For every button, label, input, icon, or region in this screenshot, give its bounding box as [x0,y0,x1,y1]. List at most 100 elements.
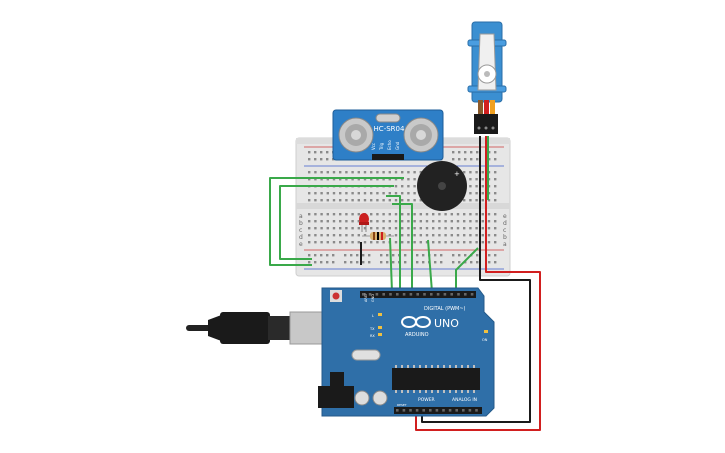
breadboard-hole [413,241,416,244]
breadboard-hole [345,178,348,181]
reset-button[interactable] [332,292,340,300]
breadboard-hole [456,213,460,216]
chip-pin [473,365,475,368]
arduino-logo [401,316,431,328]
chip-pin [443,390,445,393]
wire-black-gnd[interactable] [421,136,531,423]
ultrasonic-sensor[interactable]: HC-SR04 Vcc Trig Echo Gnd [332,109,444,161]
servo-motor[interactable] [467,21,507,134]
breadboard-hole [314,241,317,244]
row-letter: d [503,220,507,227]
usb-cable[interactable] [186,311,341,345]
rail-hole [416,254,419,257]
header-pin [448,409,452,412]
rail-hole [368,261,371,264]
breadboard-hole [494,178,497,181]
chip-pin [437,390,439,393]
servo-connector [474,114,498,134]
breadboard-hole [388,234,391,237]
breadboard-hole [494,213,497,216]
wire-green-trig[interactable] [386,195,401,292]
rail-hole [314,254,317,257]
wire-green-buzzer[interactable] [427,239,433,293]
rail-hole [320,151,323,154]
breadboard-hole [326,234,329,237]
power-header-pins [396,409,478,412]
rail-hole [488,158,491,161]
header-pin [402,409,406,412]
breadboard-hole [388,227,391,230]
green-wires[interactable] [269,136,489,293]
wire-green-echo[interactable] [392,203,413,292]
rail-hole [494,254,497,257]
breadboard-hole [401,241,404,244]
dc-power-jack [318,386,354,408]
breadboard-hole [339,241,342,244]
chip-pin [473,390,475,393]
red-led[interactable] [359,213,369,232]
breadboard-hole [351,220,354,223]
header-pin [470,293,474,296]
wire-green-led[interactable] [389,237,393,293]
piezo-buzzer[interactable]: + [417,161,467,211]
breadboard-hole [401,199,404,202]
rail-hole [308,254,311,257]
breadboard-hole [363,241,367,244]
breadboard-hole [339,178,342,181]
breadboard-hole [407,241,410,244]
breadboard-hole [314,192,317,195]
breadboard-hole [308,213,311,216]
breadboard-hole [432,213,435,216]
servo-wire-orange [490,100,495,114]
chip-pin [455,390,457,393]
breadboard-hole [370,220,373,223]
header-pin [468,409,472,412]
breadboard-hole [345,171,348,174]
rail-hole [326,261,329,264]
chip-pin [467,390,469,393]
breadboard-hole [376,213,379,216]
breadboard-hole [363,199,367,202]
breadboard-hole [314,171,317,174]
breadboard-hole [413,220,416,223]
breadboard-hole [394,213,398,216]
resistor[interactable] [362,232,394,240]
breadboard-hole [345,213,348,216]
breadboard-hole [401,227,404,230]
breadboard-hole [413,234,416,237]
header-pin [430,293,433,296]
breadboard-hole [320,199,323,202]
breadboard-hole [332,192,336,195]
digital-pwm-label: DIGITAL (PWM~) [424,306,466,312]
breadboard-hole [376,241,379,244]
rail-hole [452,158,455,161]
breadboard-hole [475,178,478,181]
header-pin [375,293,379,296]
breadboard-hole [326,241,329,244]
rail-hole [380,261,383,264]
wire-red-5v[interactable] [415,136,541,431]
breadboard-hole [487,213,491,216]
breadboard-hole [370,178,373,181]
wire-green-servo-signal[interactable] [455,247,479,292]
breadboard-hole [388,171,391,174]
breadboard-hole [370,171,373,174]
breadboard-hole [357,213,360,216]
chip-pin [431,365,433,368]
arduino-uno[interactable]: AREF GND DIGITAL (PWM~) POWER ANALOG IN … [318,287,495,417]
chip-pin [395,365,397,368]
breadboard-hole [463,171,466,174]
wire-green-left-inner[interactable] [279,185,394,260]
rail-hole [308,151,311,154]
breadboard-hole [388,192,391,195]
breadboard-hole [320,171,323,174]
wire-green-left-outer[interactable] [269,177,404,266]
chip-pin [455,365,457,368]
breadboard-hole [376,171,379,174]
breadboard-hole [388,199,391,202]
breadboard-hole [407,178,410,181]
tx-label: TX [369,327,375,331]
l-label: L [372,314,374,318]
header-pin [457,293,460,296]
chip-pin [401,390,403,393]
